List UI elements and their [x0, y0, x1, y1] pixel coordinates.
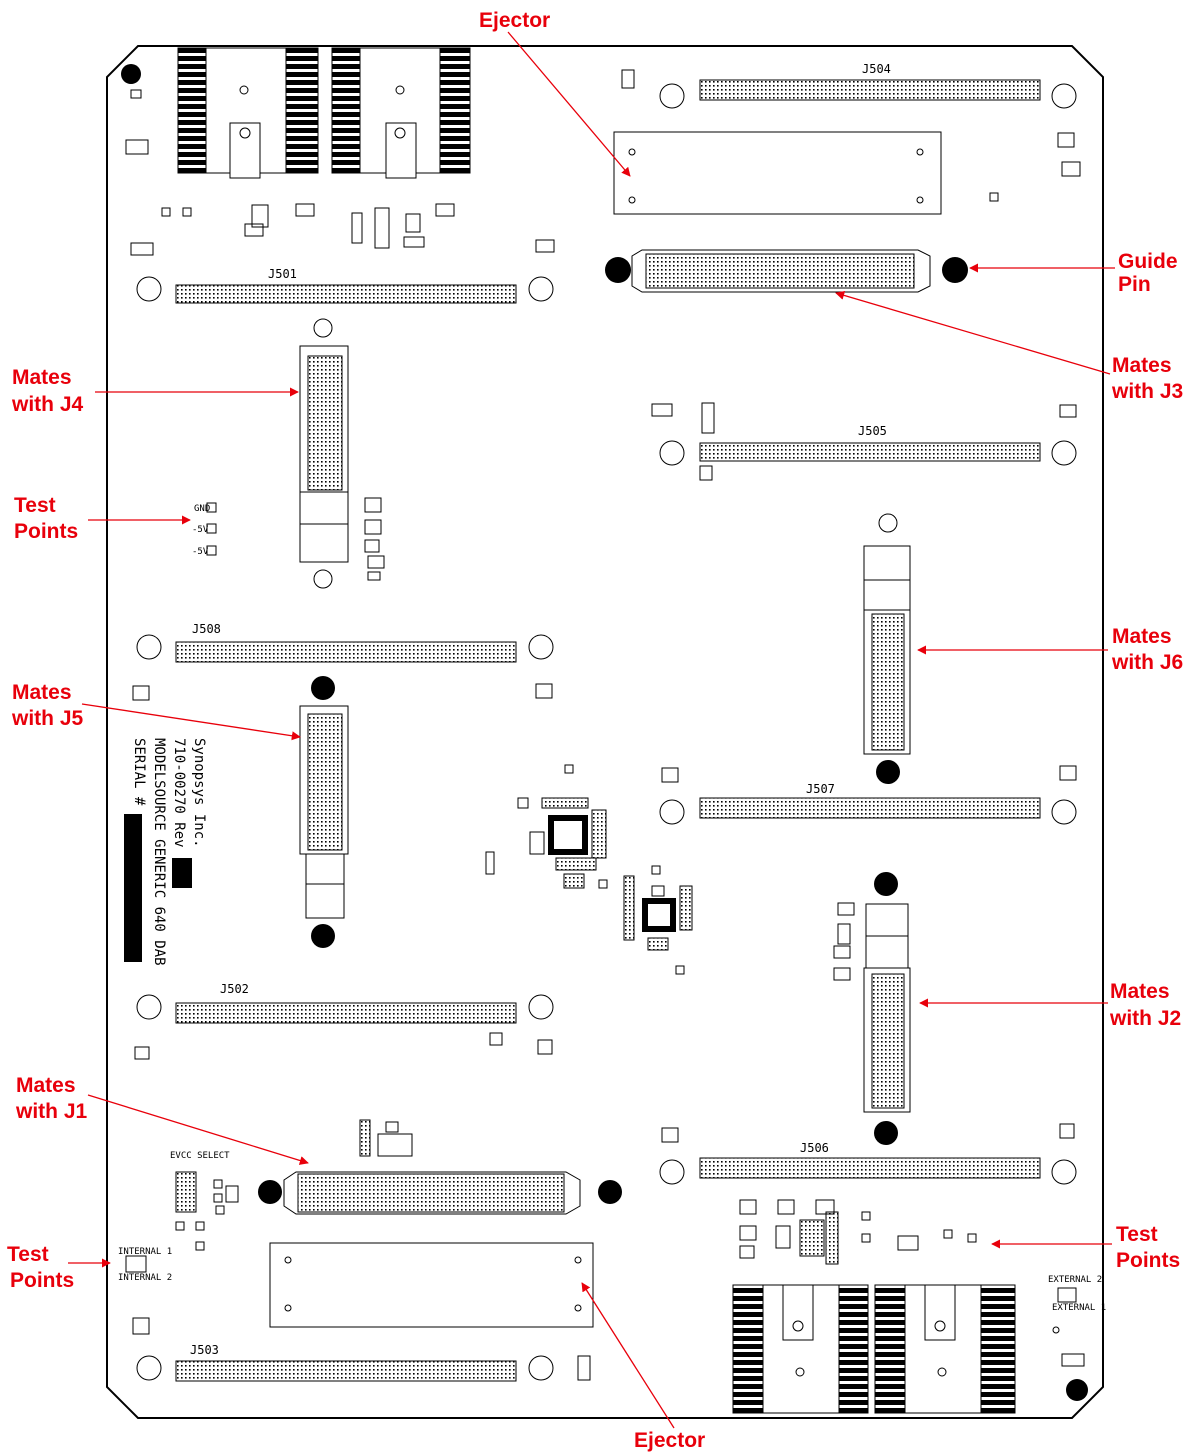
label-j502: J502 [220, 982, 249, 996]
callout-mates-j2-1: Mates [1110, 980, 1170, 1003]
callout-test-points-right-1: Test [1116, 1223, 1158, 1246]
connector-j2-mate [833, 872, 911, 1145]
label-internal-1: INTERNAL 1 [118, 1247, 172, 1257]
label-j503: J503 [190, 1343, 219, 1357]
connector-j503 [136, 1355, 554, 1382]
connector-j507 [659, 765, 1077, 825]
heatsink-top-left-1 [177, 47, 319, 179]
label-internal-2: INTERNAL 2 [118, 1273, 172, 1283]
small-components-lower-left [125, 1171, 239, 1335]
callout-mates-j1-1: Mates [16, 1074, 76, 1097]
callout-test-points-left-1: Test [14, 494, 56, 517]
callout-test-points-lower-left-2: Points [10, 1269, 74, 1292]
callout-mates-j4-1: Mates [12, 366, 72, 389]
arrow-mates-j5 [81, 703, 301, 741]
arrow-ejector-top [507, 31, 631, 177]
heatsink-bottom-right-2 [874, 1284, 1016, 1414]
ejector-bottom [269, 1242, 594, 1328]
label-external-1: EXTERNAL 1 [1052, 1303, 1106, 1313]
small-components-top-right [989, 132, 1081, 202]
connector-j506 [659, 1123, 1077, 1185]
arrow-mates-j1 [87, 1094, 309, 1165]
label-gnd: GND [194, 504, 210, 514]
callout-mates-j3-1: Mates [1112, 354, 1172, 377]
label-m5v-b: -5V [192, 547, 209, 557]
connector-j502 [134, 994, 554, 1060]
small-components-top-left [125, 89, 555, 256]
arrow-mates-j3 [835, 290, 1111, 375]
component-c43 [621, 69, 635, 89]
callout-mates-j1-2: with J1 [15, 1100, 88, 1123]
callout-mates-j4-2: with J4 [11, 393, 84, 416]
callout-mates-j6-2: with J6 [1111, 651, 1183, 674]
callout-test-points-left-2: Points [14, 520, 78, 543]
board-company: Synopsys Inc. [191, 738, 207, 848]
board-name: MODELSOURCE GENERIC 640 DAB [151, 738, 167, 966]
test-points-left [206, 502, 217, 556]
label-j507: J507 [806, 782, 835, 796]
mount-hole-bottom-right [1066, 1379, 1088, 1401]
connector-j30 [605, 249, 968, 293]
callout-mates-j3-2: with J3 [1111, 380, 1183, 403]
callout-mates-j5-2: with J5 [11, 707, 84, 730]
board-part: 710-00270 Rev [171, 738, 187, 848]
connector-j1-mate [258, 1119, 622, 1215]
connector-j6-mate [863, 513, 911, 784]
ejector-top [613, 131, 942, 215]
callout-mates-j6-1: Mates [1112, 625, 1172, 648]
label-j501: J501 [268, 267, 297, 281]
callout-ejector-top: Ejector [479, 9, 550, 32]
callout-mates-j2-2: with J2 [1109, 1007, 1181, 1030]
label-j508: J508 [192, 622, 221, 636]
callout-test-points-lower-left-1: Test [7, 1243, 49, 1266]
connector-j5-mate [299, 676, 349, 948]
label-m5v-a: -5V [192, 525, 209, 535]
center-ic-cluster [485, 764, 693, 975]
connector-j4-mate [299, 318, 349, 589]
callout-mates-j5-1: Mates [12, 681, 72, 704]
callout-test-points-right-2: Points [1116, 1249, 1180, 1272]
connector-j504 [659, 79, 1077, 109]
label-j506: J506 [800, 1141, 829, 1155]
connector-j508 [132, 634, 554, 701]
serial-box [124, 814, 142, 962]
serial-label: SERIAL # [131, 738, 147, 806]
small-components-mid-left [364, 497, 385, 581]
label-evcc-select: EVCC SELECT [170, 1151, 230, 1161]
arrow-ejector-bottom [581, 1282, 675, 1429]
callout-ejector-bottom: Ejector [634, 1429, 705, 1452]
callout-guide-pin-1: Guide [1118, 250, 1178, 273]
label-external-2: EXTERNAL 2 [1048, 1275, 1102, 1285]
connector-j501 [136, 276, 554, 304]
board-name-block: Synopsys Inc. 710-00270 Rev MODELSOURCE … [131, 738, 207, 966]
callout-arrows [68, 31, 1115, 1429]
guide-pin [942, 257, 968, 283]
label-j505: J505 [858, 424, 887, 438]
label-j504: J504 [862, 62, 891, 76]
heatsink-top-left-2 [331, 47, 471, 179]
pcb-outline [106, 45, 1104, 1419]
small-components-lower-right [577, 1199, 1085, 1381]
mount-hole-top-left [121, 64, 141, 84]
callout-guide-pin-2: Pin [1118, 273, 1151, 296]
rev-box [172, 858, 192, 888]
heatsink-bottom-right-1 [732, 1284, 869, 1414]
connector-j505 [651, 402, 1077, 481]
